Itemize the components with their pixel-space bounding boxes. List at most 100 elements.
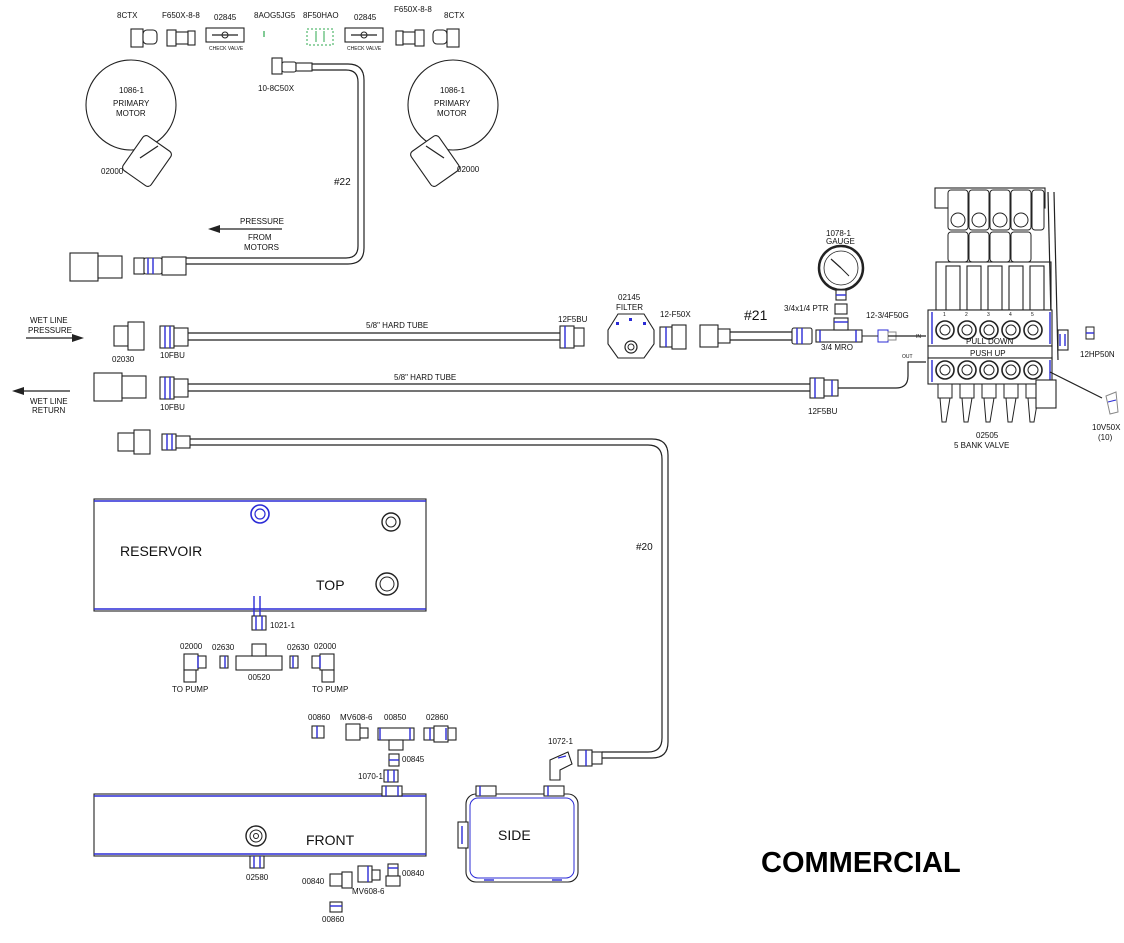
label-12f5bu-top: 12F5BU xyxy=(558,315,588,324)
hose-20-inner xyxy=(190,444,663,753)
valve-section-4: 4 xyxy=(1009,312,1012,318)
label-gauge-num: 1078-1 xyxy=(826,229,851,238)
label-02630-b: 02630 xyxy=(287,643,310,652)
pressure-arrow xyxy=(208,225,282,233)
elbow-1072 xyxy=(549,749,603,781)
primary-motor-left xyxy=(85,59,177,187)
label-hose-21: #21 xyxy=(744,307,768,323)
label-motor-left-num: 1086-1 xyxy=(119,86,144,95)
label-8ctx-left: 8CTX xyxy=(117,11,138,20)
label-00850: 00850 xyxy=(384,713,407,722)
label-motor-left-fit: 02000 xyxy=(101,167,124,176)
label-push-up: PUSH UP xyxy=(970,349,1006,358)
label-pull-down: PULL DOWN xyxy=(966,337,1013,346)
ctx-fitting-left xyxy=(130,28,158,48)
label-side: SIDE xyxy=(498,827,531,843)
label-filter-text: FILTER xyxy=(616,303,643,312)
reservoir-side-view xyxy=(457,785,579,883)
label-motor-right-num: 1086-1 xyxy=(440,86,465,95)
label-pressure: PRESSURE xyxy=(240,217,284,226)
f650x-fitting-right xyxy=(395,29,425,47)
label-to-pump-b: TO PUMP xyxy=(312,685,348,694)
label-12hp50n: 12HP50N xyxy=(1080,350,1115,359)
label-reservoir: RESERVOIR xyxy=(120,543,202,559)
hard-tube-bottom xyxy=(188,383,810,392)
wetline-pressure-arrow xyxy=(26,334,84,342)
hard-tube-top xyxy=(188,332,560,341)
label-mv608-b: MV608-6 xyxy=(352,887,385,896)
f5bu-fitting-top xyxy=(559,325,585,349)
fbu-fitting-top xyxy=(159,325,189,349)
label-f50g: 12-3/4F50G xyxy=(866,311,909,320)
label-motor-left-l1: PRIMARY xyxy=(113,99,150,108)
label-10v50x: 10V50X xyxy=(1092,423,1121,432)
primary-motor-right xyxy=(407,59,499,187)
mv608-fitting-a xyxy=(345,723,369,741)
hose-21 xyxy=(699,324,813,348)
fitting-00845 xyxy=(388,753,400,767)
tee-00850 xyxy=(377,727,415,751)
label-mro: 3/4 MRO xyxy=(821,343,853,352)
f50x-fitting xyxy=(659,324,687,350)
ctx-fitting-right xyxy=(432,28,460,48)
mv608-fitting-b xyxy=(357,865,381,883)
label-out: OUT xyxy=(902,354,913,360)
label-hose-20: #20 xyxy=(636,542,653,553)
hose-20-fittings-top xyxy=(117,429,191,455)
label-02030: 02030 xyxy=(112,355,135,364)
label-f650x-left: F650X-8-8 xyxy=(162,11,200,20)
valve-section-3: 3 xyxy=(987,312,990,318)
pump-elbow-right xyxy=(311,653,335,683)
label-00845: 00845 xyxy=(402,755,425,764)
label-top: TOP xyxy=(316,577,345,593)
fitting-00840-b xyxy=(385,863,401,887)
fitting-1021 xyxy=(251,615,267,631)
label-12-f50x: 12-F50X xyxy=(660,310,691,319)
reservoir-top-view xyxy=(93,498,427,616)
label-motor-right-l1: PRIMARY xyxy=(434,99,471,108)
label-10fbu-top: 10FBU xyxy=(160,351,185,360)
reservoir-front-view xyxy=(93,785,427,869)
label-check-valve-right: CHECK VALVE xyxy=(347,46,382,52)
label-1072-1: 1072-1 xyxy=(548,737,573,746)
check-valve-right xyxy=(344,27,384,43)
label-8aog5jg5: 8AOG5JG5 xyxy=(254,11,296,20)
fitting-00860-a xyxy=(311,725,325,739)
hose-20-outer xyxy=(190,438,669,759)
f650x-fitting-left xyxy=(166,29,196,47)
label-commercial: COMMERCIAL xyxy=(761,847,961,879)
label-1070-1: 1070-1 xyxy=(358,772,383,781)
hp50n-fitting xyxy=(1085,326,1095,340)
filter-02145 xyxy=(607,313,655,359)
label-mv608-a: MV608-6 xyxy=(340,713,373,722)
fitting-02860 xyxy=(423,725,457,743)
label-02845-left: 02845 xyxy=(214,13,237,22)
label-8f50hao: 8F50HAO xyxy=(303,11,339,20)
label-02845-right: 02845 xyxy=(354,13,377,22)
label-bank-num: 02505 xyxy=(976,431,999,440)
valve-section-5: 5 xyxy=(1031,312,1034,318)
label-02000-a: 02000 xyxy=(180,642,203,651)
label-hardtube-bottom: 5/8" HARD TUBE xyxy=(394,373,456,382)
label-filter-num: 02145 xyxy=(618,293,641,302)
label-10v50x-qty: (10) xyxy=(1098,433,1113,442)
hose-22-inner xyxy=(186,69,359,259)
valve-section-2: 2 xyxy=(965,312,968,318)
label-bank-text: 5 BANK VALVE xyxy=(954,441,1009,450)
label-00860-a: 00860 xyxy=(308,713,331,722)
label-in: IN xyxy=(916,334,921,340)
label-00520: 00520 xyxy=(248,673,271,682)
label-motor-right-l2: MOTOR xyxy=(437,109,467,118)
label-10fbu-bottom: 10FBU xyxy=(160,403,185,412)
plug-02630-right xyxy=(289,655,299,669)
label-front: FRONT xyxy=(306,832,355,848)
pressure-fittings xyxy=(69,252,187,282)
plug-02630-left xyxy=(219,655,229,669)
check-valve-left xyxy=(205,27,245,43)
return-line-to-valve xyxy=(838,361,926,389)
label-02000-b: 02000 xyxy=(314,642,337,651)
tee-00520 xyxy=(235,643,283,671)
label-wetline-return-2: RETURN xyxy=(32,406,66,415)
f5bu-fitting-bottom xyxy=(809,377,839,399)
